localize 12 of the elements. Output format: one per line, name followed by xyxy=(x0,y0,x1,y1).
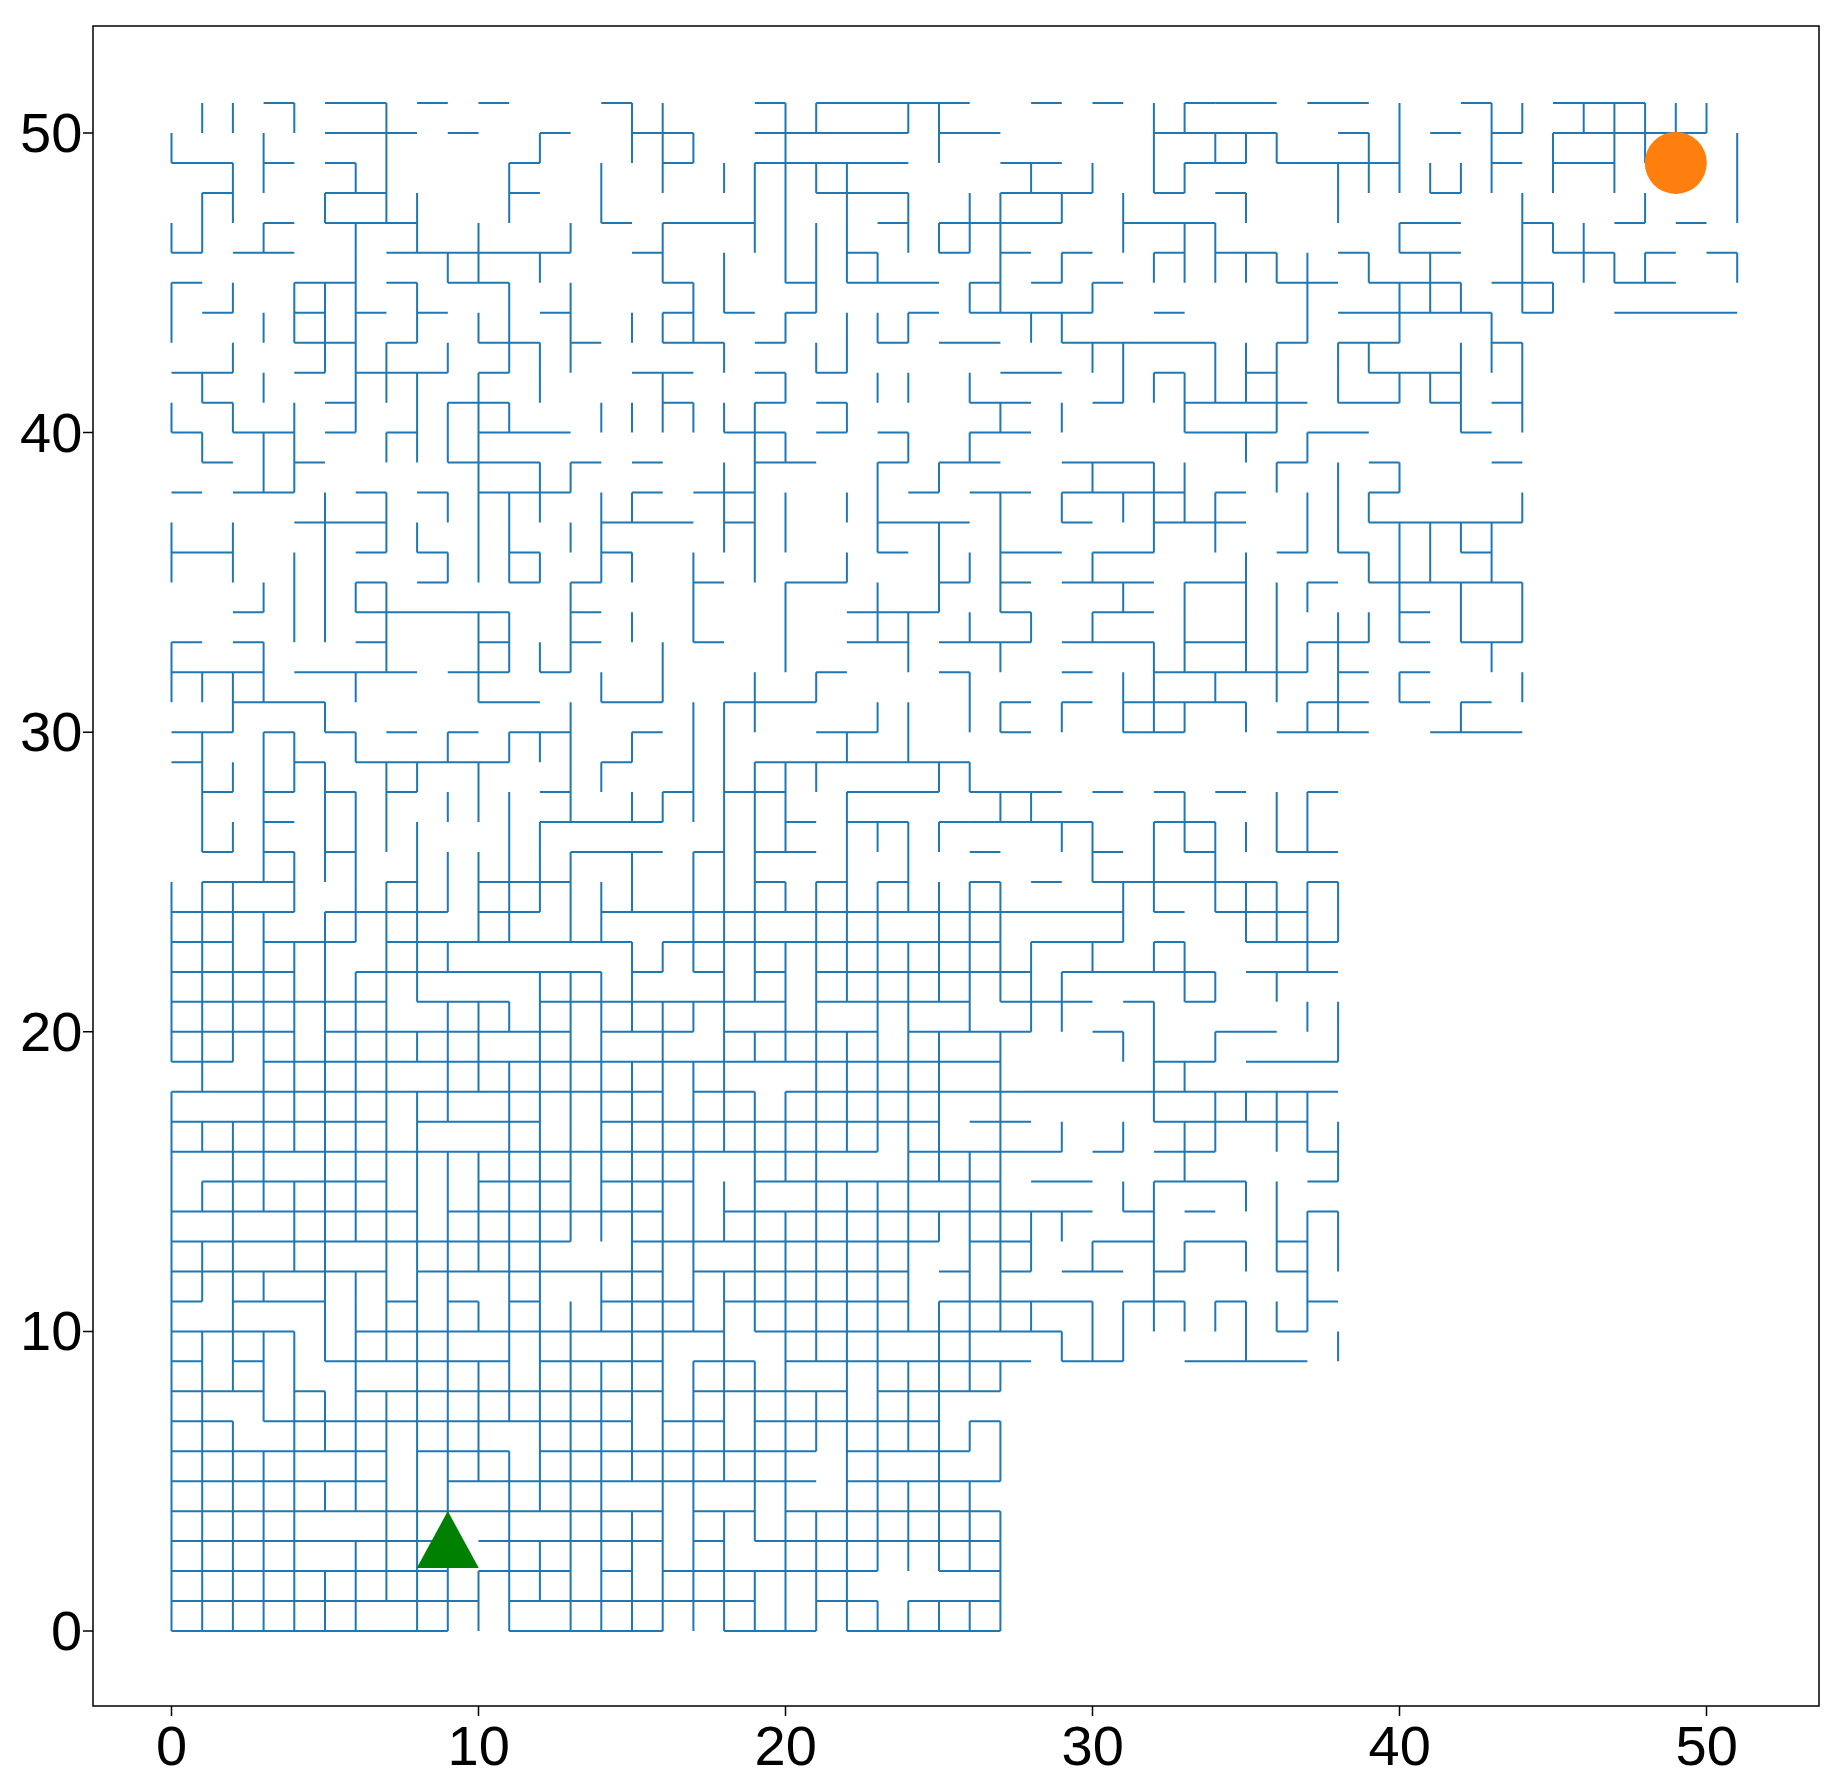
tick-label: 50 xyxy=(1675,1718,1738,1774)
tick-label: 40 xyxy=(1368,1718,1431,1774)
tick-label: 30 xyxy=(1061,1718,1124,1774)
tick-label: 20 xyxy=(754,1718,817,1774)
tick-label: 0 xyxy=(51,1603,83,1659)
tick-label: 0 xyxy=(156,1718,188,1774)
tick-label: 20 xyxy=(20,1003,83,1060)
tick-label: 40 xyxy=(20,404,83,461)
tick-label: 30 xyxy=(20,704,83,761)
tick-label: 10 xyxy=(20,1303,83,1360)
tick-label: 50 xyxy=(20,105,83,161)
tick-label: 10 xyxy=(447,1718,510,1774)
